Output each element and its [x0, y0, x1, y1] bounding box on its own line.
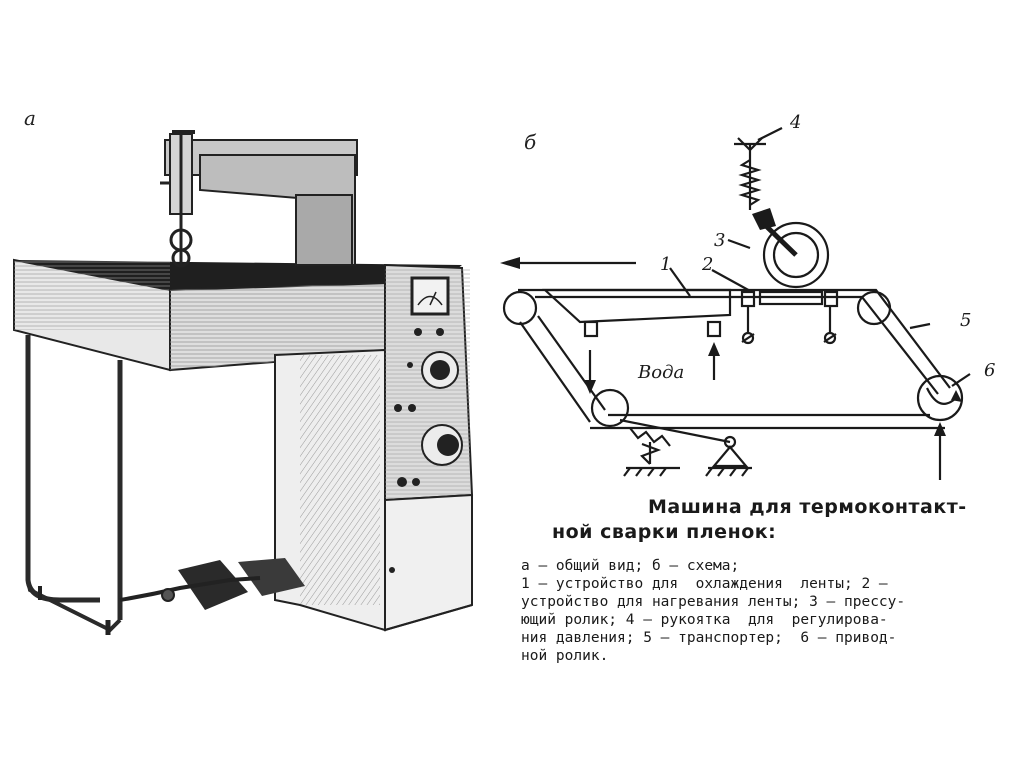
label-4: 4: [789, 112, 801, 133]
label-3: 3: [714, 230, 725, 251]
caption-body-line: ния давления; 5 — транспортер; 6 — приво…: [521, 630, 897, 646]
caption-body-line: устройство для нагревания ленты; 3 — пре…: [521, 594, 906, 610]
caption-title: Машина для термоконтакт- ной сварки плен…: [552, 495, 1012, 545]
schematic-diagram: 1 2 3 4 5 6 Вода: [500, 112, 995, 480]
caption-title-line-2: ной сварки пленок:: [552, 521, 777, 543]
caption-body: а — общий вид; б — схема; 1 — устройство…: [521, 557, 1015, 665]
water-label: Вода: [637, 362, 684, 383]
label-6: 6: [984, 360, 995, 381]
machine-illustration: [13, 130, 474, 635]
caption-body-line: 1 — устройство для охлаждения ленты; 2 —: [521, 576, 888, 592]
label-5: 5: [960, 310, 971, 331]
panel-label-a: а: [24, 106, 36, 130]
panel-label-b: б: [524, 130, 537, 154]
caption-body-line: а — общий вид; б — схема;: [521, 558, 740, 574]
label-1: 1: [660, 254, 671, 275]
caption-body-line: ной ролик.: [521, 648, 609, 664]
caption-body-line: ющий ролик; 4 — рукоятка для регулирова-: [521, 612, 888, 628]
label-2: 2: [701, 254, 713, 275]
caption-title-line-1: Машина для термоконтакт-: [648, 496, 967, 518]
